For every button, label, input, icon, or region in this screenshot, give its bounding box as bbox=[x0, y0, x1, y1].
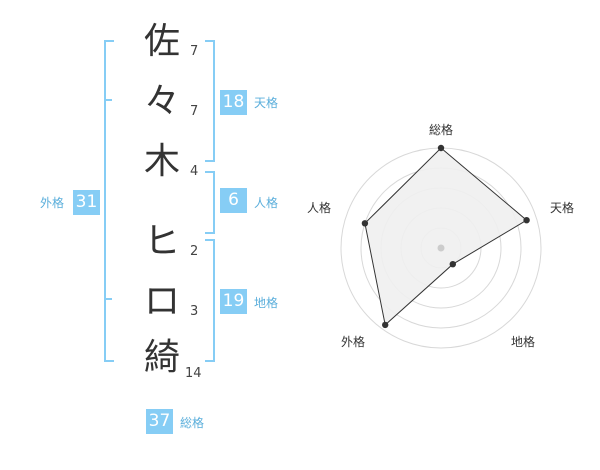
gaikaku-value: 31 bbox=[73, 190, 100, 215]
radar-point-2 bbox=[523, 217, 530, 224]
radar-area bbox=[364, 147, 528, 326]
name-char-4: ヒ bbox=[143, 221, 180, 262]
radar-points bbox=[361, 144, 530, 329]
name-char-5: ロ bbox=[143, 281, 180, 322]
radar-point-1 bbox=[437, 144, 445, 152]
gaikaku-bracket bbox=[104, 40, 114, 362]
gaikaku-label: 外格 bbox=[40, 196, 65, 210]
stroke-count-5: 3 bbox=[190, 304, 199, 319]
radar-label-chikaku: 地格 bbox=[511, 334, 535, 349]
stroke-count-3: 4 bbox=[190, 164, 199, 179]
soukaku-value: 37 bbox=[146, 409, 173, 434]
gaikaku-tick-top bbox=[104, 99, 112, 101]
tenkaku-value: 18 bbox=[220, 90, 247, 115]
stroke-count-6: 14 bbox=[185, 366, 202, 381]
radar-point-5 bbox=[361, 220, 369, 227]
name-char-2: 々 bbox=[143, 81, 180, 122]
chikaku-value: 19 bbox=[220, 289, 247, 314]
chikaku-bracket bbox=[205, 239, 215, 362]
jinkaku-bracket bbox=[205, 171, 215, 234]
stroke-count-2: 7 bbox=[190, 104, 199, 119]
stroke-count-1: 7 bbox=[190, 44, 199, 59]
radar-label-gaikaku: 外格 bbox=[341, 334, 365, 349]
radar-label-jinkaku: 人格 bbox=[307, 200, 331, 215]
soukaku-label: 総格 bbox=[180, 416, 205, 430]
chikaku-label: 地格 bbox=[254, 296, 279, 310]
name-char-3: 木 bbox=[143, 141, 180, 182]
jinkaku-value: 6 bbox=[220, 188, 247, 213]
radar-point-4 bbox=[382, 321, 389, 329]
name-char-1: 佐 bbox=[143, 21, 180, 62]
jinkaku-label: 人格 bbox=[254, 196, 279, 210]
radar-label-tenkaku: 天格 bbox=[550, 200, 574, 215]
gaikaku-tick-bottom bbox=[104, 298, 112, 300]
radar-label-soukaku: 総格 bbox=[429, 122, 453, 137]
name-char-6: 綺 bbox=[143, 337, 180, 378]
radar-center-dot bbox=[437, 244, 445, 252]
radar-point-3 bbox=[449, 261, 456, 268]
tenkaku-bracket bbox=[205, 40, 215, 162]
stroke-count-4: 2 bbox=[190, 244, 199, 259]
tenkaku-label: 天格 bbox=[254, 96, 279, 110]
